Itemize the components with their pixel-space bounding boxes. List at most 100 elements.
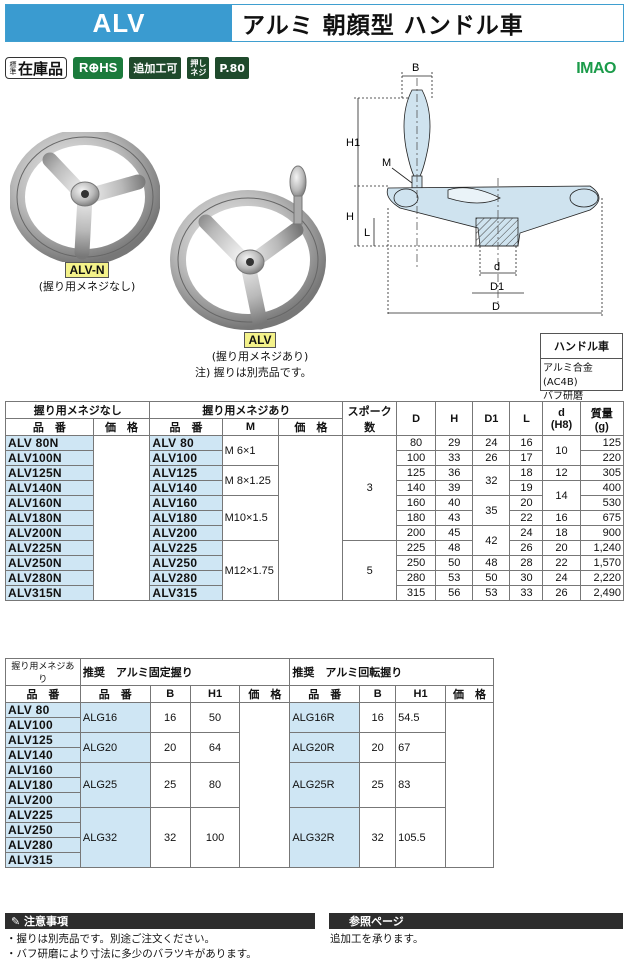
part-number[interactable]: ALV 80 bbox=[5, 702, 81, 718]
fixed-grip-part[interactable]: ALG20 bbox=[79, 732, 151, 763]
ref-bar: 参照ページ bbox=[329, 913, 623, 929]
dim-D-cell: 315 bbox=[395, 585, 437, 601]
part-number[interactable]: ALV180 bbox=[5, 777, 81, 793]
part-number-no-thread[interactable]: ALV125N bbox=[5, 465, 94, 481]
dim-d-cell: 10 bbox=[542, 435, 581, 466]
part-number-no-thread[interactable]: ALV180N bbox=[5, 510, 94, 526]
mass-cell: 305 bbox=[579, 465, 625, 481]
part-number-no-thread[interactable]: ALV280N bbox=[5, 570, 94, 586]
page-ref-badge[interactable]: P.80 bbox=[215, 57, 249, 79]
m-thread-cell: M 8×1.25 bbox=[221, 465, 280, 496]
part-number[interactable]: ALV250 bbox=[5, 822, 81, 838]
hdr-L: L bbox=[509, 401, 544, 436]
dim-h1: H1 bbox=[346, 137, 360, 149]
dim-h: H bbox=[346, 211, 354, 223]
part-number-thread[interactable]: ALV250 bbox=[149, 555, 223, 571]
dim-d1: D1 bbox=[490, 281, 504, 293]
part-number-no-thread[interactable]: ALV250N bbox=[5, 555, 94, 571]
dim-L-cell: 20 bbox=[509, 495, 544, 511]
dimension-drawing: B H1 M H L d D1 D bbox=[346, 62, 603, 316]
rotating-grip-part[interactable]: ALG16R bbox=[289, 702, 361, 733]
hdr-part-a: 品 番 bbox=[5, 418, 94, 436]
part-number-thread[interactable]: ALV160 bbox=[149, 495, 223, 511]
part-number-thread[interactable]: ALV125 bbox=[149, 465, 223, 481]
part-number[interactable]: ALV200 bbox=[5, 792, 81, 808]
dim-H-cell: 36 bbox=[435, 465, 474, 481]
fixed-grip-h1: 64 bbox=[189, 732, 241, 763]
part-number-thread[interactable]: ALV100 bbox=[149, 450, 223, 466]
part-number-thread[interactable]: ALV280 bbox=[149, 570, 223, 586]
part-number[interactable]: ALV280 bbox=[5, 837, 81, 853]
table-row: ALV315 bbox=[5, 852, 494, 868]
table-row: ALV140 bbox=[5, 747, 494, 763]
rotating-grip-part[interactable]: ALG32R bbox=[289, 807, 361, 868]
hdr-mass: 質量(g) bbox=[579, 401, 625, 436]
part-number-no-thread[interactable]: ALV140N bbox=[5, 480, 94, 496]
part-number[interactable]: ALV160 bbox=[5, 762, 81, 778]
part-number-no-thread[interactable]: ALV315N bbox=[5, 585, 94, 601]
rotating-grip-b: 32 bbox=[359, 807, 397, 868]
dim-D: D bbox=[492, 301, 500, 313]
part-number-no-thread[interactable]: ALV225N bbox=[5, 540, 94, 556]
label-alvn-code: ALV-N bbox=[65, 262, 109, 278]
mass-cell: 2,220 bbox=[579, 570, 625, 586]
dim-D-cell: 180 bbox=[395, 510, 437, 526]
hdr-mass-unit: (g) bbox=[594, 420, 609, 433]
spec-table: 握り用メネジなし 握り用メネジあり スポーク数 D H D1 L d(H8) 質… bbox=[4, 401, 625, 601]
label-alv-note: 注) 握りは別売品です。 bbox=[195, 366, 312, 379]
part-number-no-thread[interactable]: ALV 80N bbox=[5, 435, 94, 451]
notes-list: ・握りは別売品です。別途ご注文ください。 ・バフ研磨により寸法に多少のバラツキが… bbox=[6, 932, 257, 962]
dim-L-cell: 24 bbox=[509, 525, 544, 541]
m-thread-cell: M12×1.75 bbox=[221, 540, 280, 601]
part-number[interactable]: ALV315 bbox=[5, 852, 81, 868]
rotating-grip-h1: 105.5 bbox=[395, 807, 447, 868]
part-number-thread[interactable]: ALV180 bbox=[149, 510, 223, 526]
mass-cell: 1,570 bbox=[579, 555, 625, 571]
hdr-thread: 握り用メネジあり bbox=[149, 401, 344, 419]
note-item-1: ・握りは別売品です。別途ご注文ください。 bbox=[6, 933, 215, 945]
part-number-no-thread[interactable]: ALV100N bbox=[5, 450, 94, 466]
part-number-thread[interactable]: ALV 80 bbox=[149, 435, 223, 451]
fixed-grip-part[interactable]: ALG25 bbox=[79, 762, 151, 808]
part-number-thread[interactable]: ALV200 bbox=[149, 525, 223, 541]
price-cell-fixed bbox=[239, 702, 291, 868]
hdr-price-b: 価 格 bbox=[278, 418, 344, 436]
dim-D1-cell: 26 bbox=[472, 450, 511, 466]
wheel-image-alv bbox=[170, 165, 326, 330]
stock-badge-small: 標準 bbox=[9, 61, 17, 75]
dim-m: M bbox=[382, 157, 391, 169]
m-thread-cell: M10×1.5 bbox=[221, 495, 280, 541]
part-number-no-thread[interactable]: ALV200N bbox=[5, 525, 94, 541]
part-number-no-thread[interactable]: ALV160N bbox=[5, 495, 94, 511]
part-number-thread[interactable]: ALV315 bbox=[149, 585, 223, 601]
hdr2-h1a: H1 bbox=[189, 685, 241, 703]
hdr2-price2: 価 格 bbox=[445, 685, 494, 703]
part-number[interactable]: ALV225 bbox=[5, 807, 81, 823]
dim-d-cell: 20 bbox=[542, 540, 581, 556]
hdr2-part0: 品 番 bbox=[5, 685, 81, 703]
rotating-grip-part[interactable]: ALG20R bbox=[289, 732, 361, 763]
table-row: ALV280 bbox=[5, 837, 494, 853]
hdr2-h1b: H1 bbox=[395, 685, 447, 703]
hdr-d: d(H8) bbox=[542, 401, 581, 436]
dim-D-cell: 125 bbox=[395, 465, 437, 481]
dim-D1-cell: 35 bbox=[472, 495, 511, 526]
fixed-grip-part[interactable]: ALG16 bbox=[79, 702, 151, 733]
push-screw-badge: 押しネジ bbox=[187, 57, 210, 79]
hdr2-part1: 品 番 bbox=[79, 685, 151, 703]
fixed-grip-part[interactable]: ALG32 bbox=[79, 807, 151, 868]
part-number[interactable]: ALV140 bbox=[5, 747, 81, 763]
part-number[interactable]: ALV100 bbox=[5, 717, 81, 733]
spokes-cell: 3 bbox=[342, 435, 397, 541]
brand-logo: IMAO bbox=[576, 60, 616, 77]
part-number-thread[interactable]: ALV140 bbox=[149, 480, 223, 496]
dim-d-cell: 14 bbox=[542, 480, 581, 511]
label-alv-desc: (握り用メネジあり) bbox=[211, 350, 309, 363]
dim-H-cell: 50 bbox=[435, 555, 474, 571]
part-number-thread[interactable]: ALV225 bbox=[149, 540, 223, 556]
part-number[interactable]: ALV125 bbox=[5, 732, 81, 748]
rotating-grip-part[interactable]: ALG25R bbox=[289, 762, 361, 808]
